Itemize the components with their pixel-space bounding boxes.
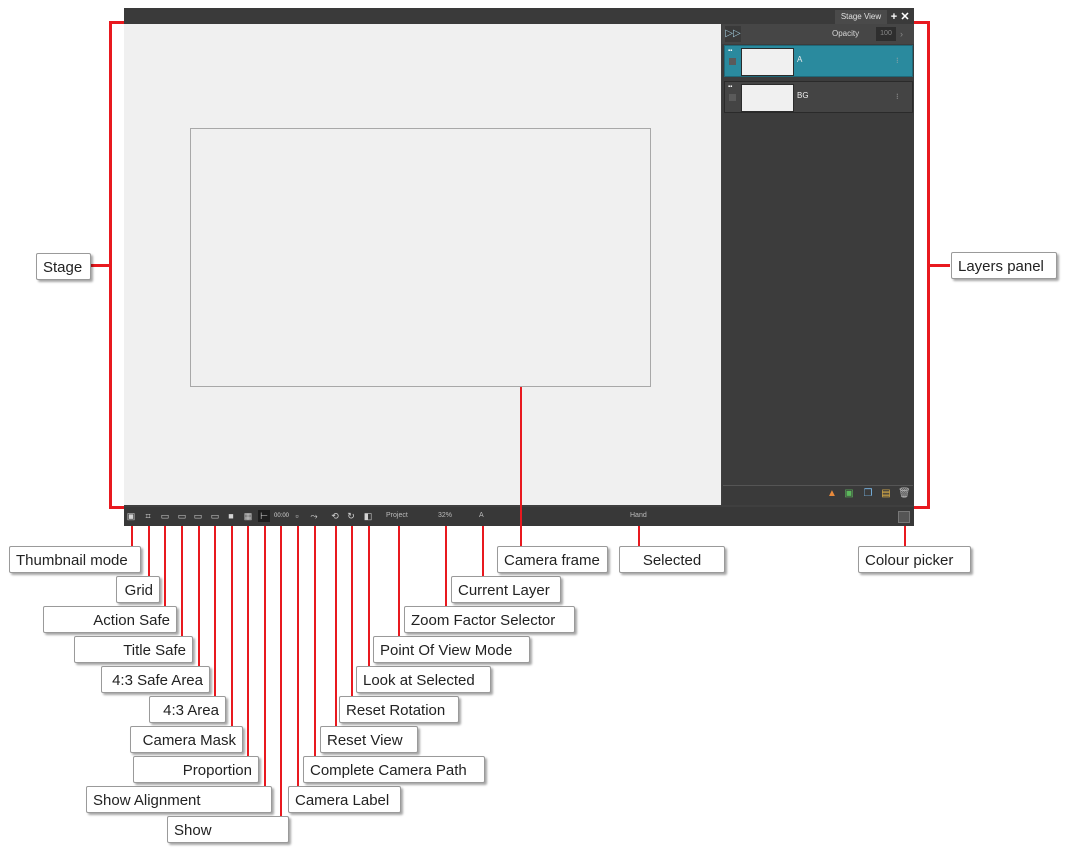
plus-icon[interactable]: +	[890, 11, 898, 23]
callout-zoom-factor-selector: Zoom Factor Selector	[404, 606, 575, 633]
layer-lock-icon[interactable]	[729, 94, 736, 101]
callout-current-layer: Current Layer	[451, 576, 561, 603]
point-of-view-mode-select[interactable]: Project	[386, 512, 408, 519]
title-safe-icon[interactable]: ▭	[177, 511, 187, 521]
layer-thumbnail	[741, 84, 794, 112]
callout-show-alignment: Show Alignment	[86, 786, 272, 813]
layer-row[interactable]: ▪▪ A ⁝	[724, 45, 913, 77]
duplicate-layer-icon[interactable]: ❐	[863, 488, 873, 499]
add-image-layer-icon[interactable]: ▣	[844, 488, 854, 499]
current-layer-label: A	[479, 512, 484, 519]
show-alignment-icon[interactable]: ⊢	[258, 510, 270, 522]
add-drawing-layer-icon[interactable]: ▲	[827, 488, 837, 499]
layer-visibility-icon[interactable]: ▪▪	[728, 84, 733, 90]
action-safe-icon[interactable]: ▭	[160, 511, 170, 521]
look-at-selected-icon[interactable]: ◧	[363, 511, 373, 521]
callout-look-at-selected: Look at Selected	[356, 666, 491, 693]
layer-options-icon[interactable]: ⁝	[896, 56, 899, 65]
proportion-icon[interactable]: ▦	[243, 511, 253, 521]
camera-label-icon[interactable]: ▫	[295, 511, 299, 521]
callout-point-of-view-mode: Point Of View Mode	[373, 636, 530, 663]
opacity-label: Opacity	[832, 29, 860, 38]
callout-complete-camera-path: Complete Camera Path	[303, 756, 485, 783]
callout-layers-panel: Layers panel	[951, 252, 1057, 279]
grid-icon[interactable]: ⌗	[145, 511, 151, 521]
close-icon[interactable]: ✕	[900, 11, 910, 23]
callout-selected: Selected	[619, 546, 725, 573]
callout-camera-frame: Camera frame	[497, 546, 608, 573]
layer-name: A	[797, 55, 803, 64]
callout-stage: Stage	[36, 253, 91, 280]
trash-icon[interactable]: 🗑	[898, 488, 911, 499]
area-43-icon[interactable]: ▭	[210, 511, 220, 521]
expand-layers-icon[interactable]: ▷▷	[725, 26, 741, 42]
callout-camera-mask: Camera Mask	[130, 726, 243, 753]
stage[interactable]	[124, 24, 721, 505]
layer-thumbnail	[741, 48, 794, 76]
opacity-field[interactable]: 100	[876, 27, 896, 41]
callout-camera-label: Camera Label	[288, 786, 401, 813]
thumbnail-mode-icon[interactable]: ▣	[126, 511, 136, 521]
safe-area-43-icon[interactable]: ▭	[193, 511, 203, 521]
camera-frame	[190, 128, 651, 387]
callout-safe-area-43: 4:3 Safe Area	[101, 666, 210, 693]
layers-panel-header	[722, 24, 914, 44]
camera-mask-icon[interactable]: ■	[228, 511, 234, 521]
callout-thumbnail-mode: Thumbnail mode	[9, 546, 141, 573]
complete-camera-path-icon[interactable]: ⤳	[310, 511, 318, 521]
callout-grid: Grid	[116, 576, 160, 603]
layer-row[interactable]: ▪▪ BG ⁝	[724, 81, 913, 113]
opacity-arrow-icon[interactable]: ›	[900, 29, 903, 39]
stage-toolbar	[124, 507, 914, 526]
reset-rotation-icon[interactable]: ↻	[347, 511, 355, 521]
callout-title-safe: Title Safe	[74, 636, 193, 663]
callout-reset-view: Reset View	[320, 726, 418, 753]
colour-picker-icon[interactable]	[898, 511, 910, 523]
tab-stage-view[interactable]: Stage View	[835, 10, 887, 24]
layer-options-icon[interactable]: ⁝	[896, 92, 899, 101]
callout-colour-picker: Colour picker	[858, 546, 971, 573]
callout-show: Show	[167, 816, 289, 843]
zoom-factor-select[interactable]: 32%	[438, 512, 453, 519]
layer-name: BG	[797, 91, 809, 100]
callout-reset-rotation: Reset Rotation	[339, 696, 459, 723]
reset-view-icon[interactable]: ⟲	[331, 511, 339, 521]
callout-action-safe: Action Safe	[43, 606, 177, 633]
show-icon[interactable]: 00:00	[274, 513, 290, 519]
selected-tool-label: Hand	[630, 512, 647, 519]
import-icon[interactable]: ▤	[881, 488, 891, 499]
layer-visibility-icon[interactable]: ▪▪	[728, 48, 733, 54]
callout-area-43: 4:3 Area	[149, 696, 226, 723]
callout-proportion: Proportion	[133, 756, 259, 783]
layer-lock-icon[interactable]	[729, 58, 736, 65]
title-bar	[124, 8, 914, 24]
layers-panel-footer	[723, 485, 913, 505]
